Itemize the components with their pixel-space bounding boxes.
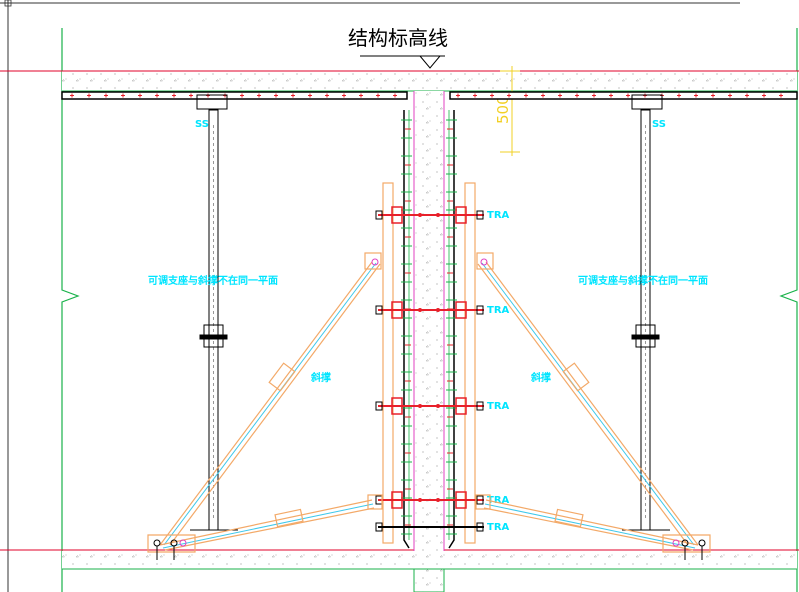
top-beams xyxy=(61,91,798,100)
drawing-frame xyxy=(0,0,740,592)
elevation-marker: 结构标高线 xyxy=(348,26,448,69)
brace-label-left: 斜撑 xyxy=(310,371,331,384)
clamp-tag: TRA xyxy=(487,495,510,506)
support-note-right: 可调支座与斜撑不在同一平面 xyxy=(578,274,708,287)
clamp: TRA xyxy=(375,301,510,319)
prop-tag-right: SS xyxy=(652,119,666,130)
support-note-left: 可调支座与斜撑不在同一平面 xyxy=(148,274,278,287)
right-prop xyxy=(622,94,670,531)
tie-rod-clamps: TRA TRA TRA TRA TRA xyxy=(375,206,510,533)
clamp-tag: TRA xyxy=(487,401,510,412)
dimension-text: 500 xyxy=(494,95,512,124)
prop-tag-left: SS xyxy=(195,119,209,130)
clamp-tag: TRA xyxy=(487,305,510,316)
left-braces xyxy=(147,252,383,553)
clamp: TRA xyxy=(375,206,510,224)
title-label: 结构标高线 xyxy=(348,26,448,50)
left-prop xyxy=(190,94,238,531)
clamp: TRA xyxy=(375,522,510,533)
side-walls xyxy=(61,28,798,592)
brace-label-right: 斜撑 xyxy=(530,371,551,384)
dimension-500: 500 xyxy=(494,66,520,156)
anchor-bolts xyxy=(153,258,706,560)
top-slab xyxy=(0,70,799,92)
right-braces xyxy=(475,252,711,553)
central-wall xyxy=(382,91,476,551)
bottom-slab xyxy=(0,549,799,592)
clamp-tag: TRA xyxy=(487,522,510,533)
clamp: TRA xyxy=(375,397,510,415)
clamp: TRA xyxy=(375,491,510,509)
clamp-tag: TRA xyxy=(487,210,510,221)
